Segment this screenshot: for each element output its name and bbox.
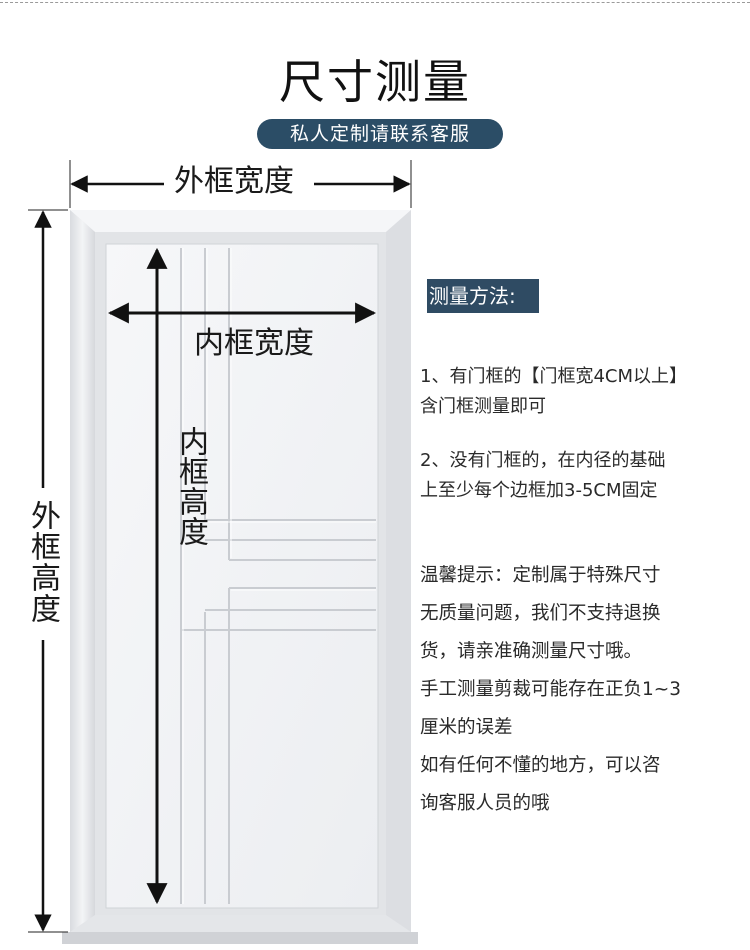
tip-line: 温馨提示：定制属于特殊尺寸 [420,565,661,586]
measurement-method-heading: 测量方法: [427,279,539,313]
method-step-2: 2、没有门框的，在内径的基础 上至少每个边框加3-5CM固定 [420,446,740,506]
method-step-1-line-2: 含门框测量即可 [420,396,546,417]
tip-line: 如有任何不懂的地方，可以咨 [420,755,661,776]
tip-line: 询客服人员的哦 [420,793,550,814]
page-title: 尺寸测量 [279,55,471,109]
tip-line: 货，请亲准确测量尺寸哦。 [420,641,643,662]
method-step-1-line-1: 1、有门框的【门框宽4CM以上】 [420,366,688,387]
custom-service-badge: 私人定制请联系客服 [257,119,503,149]
tip-line: 厘米的误差 [420,717,513,738]
inner-width-label: 内框宽度 [194,326,314,361]
warm-tips: 温馨提示：定制属于特殊尺寸 无质量问题，我们不支持退换 货，请亲准确测量尺寸哦。… [420,557,740,823]
inner-height-label: 内框高度 [173,426,208,546]
method-step-2-line-1: 2、没有门框的，在内径的基础 [420,450,666,471]
outer-height-guides [28,209,68,933]
tip-line: 手工测量剪裁可能存在正负1~3 [420,679,682,700]
tip-line: 无质量问题，我们不支持退换 [420,603,661,624]
outer-height-label: 外框高度 [22,494,62,630]
method-step-1: 1、有门框的【门框宽4CM以上】 含门框测量即可 [420,362,740,422]
outer-width-label: 外框宽度 [168,164,300,200]
top-dashed-rule [0,2,750,3]
outer-width-guides [69,160,412,208]
method-step-2-line-2: 上至少每个边框加3-5CM固定 [420,480,658,501]
